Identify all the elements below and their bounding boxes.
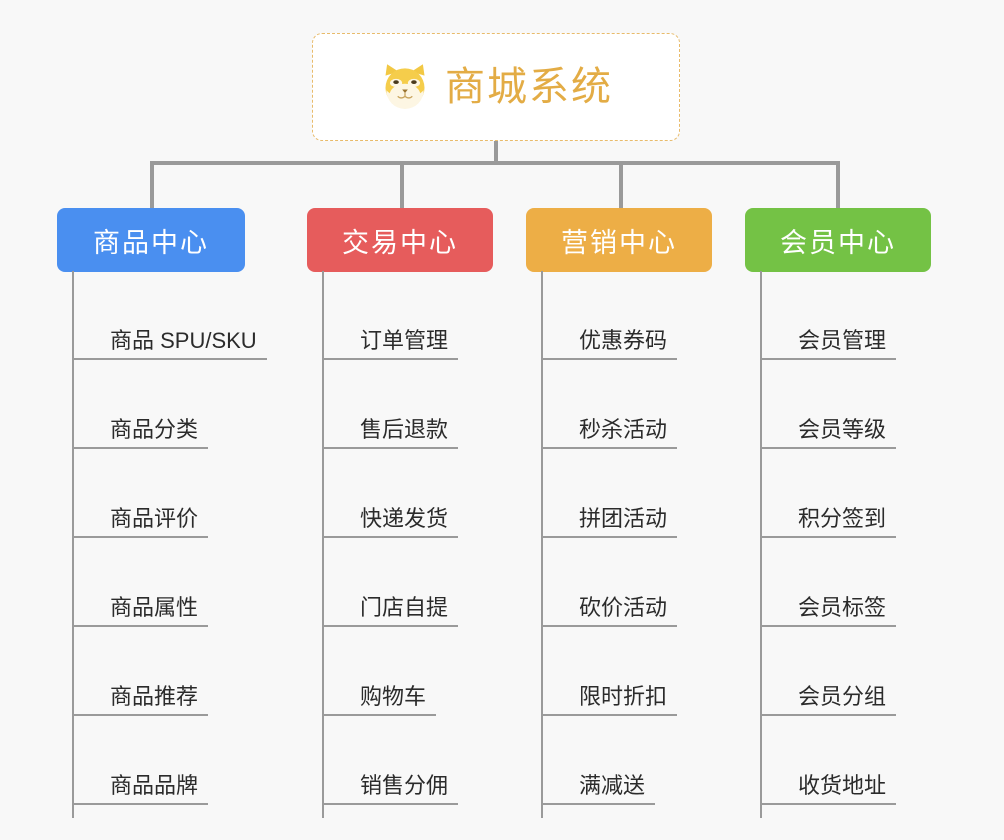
list-item[interactable]: 优惠券码 — [541, 271, 705, 360]
leaf-label: 售后退款 — [322, 417, 459, 449]
leaf-label: 会员标签 — [760, 595, 897, 627]
leaf-label: 会员分组 — [760, 684, 897, 716]
leaf-label: 商品评价 — [72, 506, 209, 538]
list-item[interactable]: 售后退款 — [322, 360, 486, 449]
list-item[interactable]: 会员管理 — [760, 271, 924, 360]
list-item[interactable]: 会员标签 — [760, 538, 924, 627]
category-box-trade-center[interactable]: 交易中心 — [307, 208, 493, 272]
column-spine — [760, 271, 762, 818]
leaf-label: 拼团活动 — [541, 506, 678, 538]
list-item[interactable]: 商品推荐 — [72, 627, 295, 716]
leaf-label: 会员等级 — [760, 417, 897, 449]
list-item[interactable]: 快递发货 — [322, 449, 486, 538]
root-node-shop-system[interactable]: 商城系统 — [312, 33, 680, 141]
leaf-column-product-center: 商品 SPU/SKU 商品分类 商品评价 商品属性 商品推荐 商品品牌 — [72, 271, 295, 818]
category-box-product-center[interactable]: 商品中心 — [57, 208, 245, 272]
list-item[interactable]: 砍价活动 — [541, 538, 705, 627]
list-item[interactable]: 门店自提 — [322, 538, 486, 627]
connector-drop-4 — [836, 161, 840, 208]
list-item[interactable]: 商品分类 — [72, 360, 295, 449]
list-item[interactable]: 商品属性 — [72, 538, 295, 627]
connector-drop-3 — [619, 161, 623, 208]
leaf-label: 商品品牌 — [72, 773, 209, 805]
leaf-label: 快递发货 — [322, 506, 459, 538]
category-label: 交易中心 — [342, 227, 458, 258]
list-item[interactable]: 满减送 — [541, 716, 705, 805]
column-spine — [541, 271, 543, 818]
list-item[interactable]: 销售分佣 — [322, 716, 486, 805]
leaf-label: 商品属性 — [72, 595, 209, 627]
leaf-label: 积分签到 — [760, 506, 897, 538]
category-box-marketing-center[interactable]: 营销中心 — [526, 208, 712, 272]
leaf-label: 砍价活动 — [541, 595, 678, 627]
leaf-label: 秒杀活动 — [541, 417, 678, 449]
leaf-column-marketing-center: 优惠券码 秒杀活动 拼团活动 砍价活动 限时折扣 满减送 — [541, 271, 705, 818]
leaf-label: 门店自提 — [322, 595, 459, 627]
leaf-label: 会员管理 — [760, 328, 897, 360]
category-label: 商品中心 — [93, 227, 209, 258]
list-item[interactable]: 商品品牌 — [72, 716, 295, 805]
leaf-label: 限时折扣 — [541, 684, 678, 716]
leaf-label: 优惠券码 — [541, 328, 678, 360]
leaf-column-trade-center: 订单管理 售后退款 快递发货 门店自提 购物车 销售分佣 — [322, 271, 486, 818]
leaf-label: 满减送 — [541, 773, 656, 805]
list-item[interactable]: 会员等级 — [760, 360, 924, 449]
category-box-member-center[interactable]: 会员中心 — [745, 208, 931, 272]
list-item[interactable]: 收货地址 — [760, 716, 924, 805]
list-item[interactable]: 积分签到 — [760, 449, 924, 538]
connector-horizontal-bus — [150, 161, 840, 165]
leaf-label: 收货地址 — [760, 773, 897, 805]
list-item[interactable]: 订单管理 — [322, 271, 486, 360]
connector-root-stem — [494, 141, 498, 163]
connector-drop-1 — [150, 161, 154, 208]
list-item[interactable]: 会员分组 — [760, 627, 924, 716]
leaf-label: 销售分佣 — [322, 773, 459, 805]
category-label: 会员中心 — [780, 227, 896, 258]
leaf-column-member-center: 会员管理 会员等级 积分签到 会员标签 会员分组 收货地址 — [760, 271, 924, 818]
leaf-label: 订单管理 — [322, 328, 459, 360]
root-title: 商城系统 — [445, 65, 613, 109]
list-item[interactable]: 秒杀活动 — [541, 360, 705, 449]
category-label: 营销中心 — [561, 227, 677, 258]
column-spine — [322, 271, 324, 818]
leaf-label: 商品 SPU/SKU — [72, 328, 267, 360]
list-item[interactable]: 商品评价 — [72, 449, 295, 538]
shiba-dog-face-icon — [379, 61, 431, 113]
list-item[interactable]: 限时折扣 — [541, 627, 705, 716]
leaf-label: 商品推荐 — [72, 684, 209, 716]
list-item[interactable]: 购物车 — [322, 627, 486, 716]
leaf-label: 购物车 — [322, 684, 437, 716]
list-item[interactable]: 商品 SPU/SKU — [72, 271, 295, 360]
column-spine — [72, 271, 74, 818]
connector-drop-2 — [400, 161, 404, 208]
list-item[interactable]: 拼团活动 — [541, 449, 705, 538]
leaf-label: 商品分类 — [72, 417, 209, 449]
